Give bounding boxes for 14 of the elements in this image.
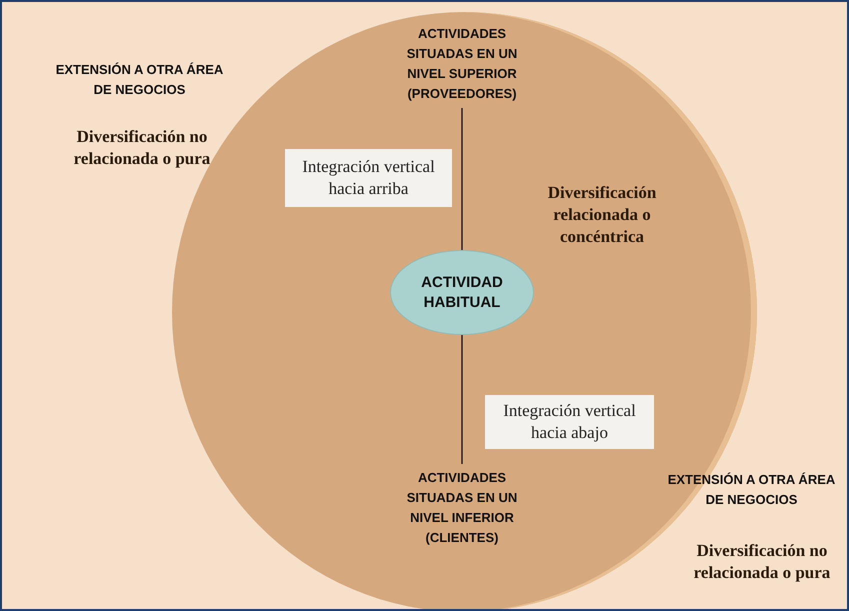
card-text: Integración vertical hacia abajo [502, 400, 637, 444]
label-card [485, 395, 654, 449]
connector-line [461, 335, 463, 464]
area-label: Diversificación no relacionada o pura [692, 540, 832, 584]
region-label: Diversificación relacionada o concéntrica [546, 182, 658, 248]
area-label: Diversificación no relacionada o pura [72, 126, 212, 170]
activity-label: ACTIVIDADES SITUADAS EN UN NIVEL SUPERIOR (PROVEEDORES) [406, 25, 518, 103]
card-text: Integración vertical hacia arriba [301, 156, 436, 200]
node-label: ACTIVIDAD HABITUAL [420, 272, 504, 312]
area-heading: EXTENSIÓN A OTRA ÁREA DE NEGOCIOS [666, 471, 836, 509]
label-card [285, 149, 452, 207]
area-heading: EXTENSIÓN A OTRA ÁREA DE NEGOCIOS [54, 61, 224, 99]
connector-line [461, 108, 463, 250]
activity-label: ACTIVIDADES SITUADAS EN UN NIVEL INFERIOR (CLIENTES) [406, 469, 518, 547]
